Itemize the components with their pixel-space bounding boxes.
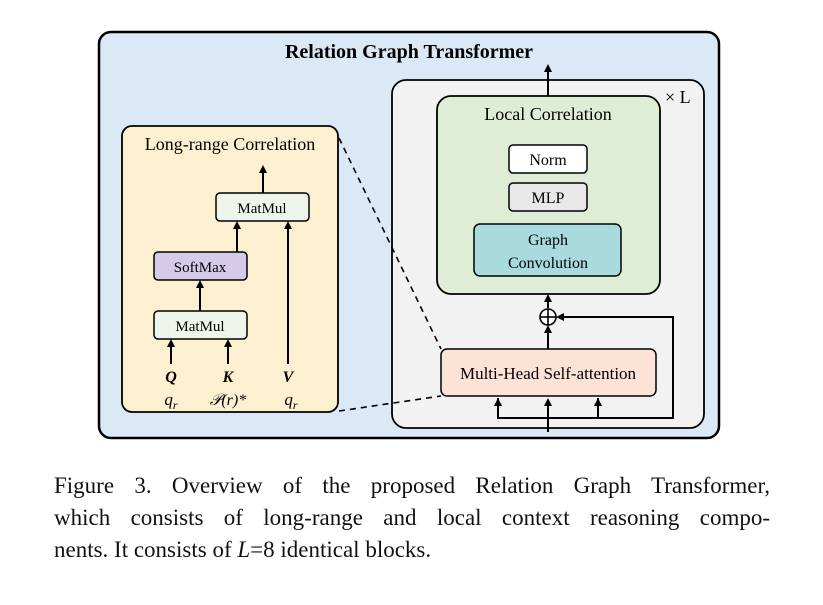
k-sub-label: 𝒫(r)* [210,392,246,409]
norm-box [508,144,588,174]
repeat-label: × L [665,87,691,107]
caption-line-3-post: =8 identical blocks. [250,537,432,562]
graph-convolution-box [473,223,622,277]
norm-label: Norm [529,152,567,169]
attention-box [440,348,657,397]
matmul-top-label: MatMul [237,201,286,217]
long-range-correlation-title: Long-range Correlation [145,134,315,154]
graph-convolution-label-1: Graph [528,232,568,249]
caption-line-2: which consists of long-range and local c… [54,505,770,530]
caption-variable-l: L [237,537,251,562]
caption-line-3-pre: nents. It consists of [54,537,238,562]
mlp-label: MLP [532,190,565,207]
k-label: K [222,369,235,386]
attention-label: Multi-Head Self-attention [460,364,637,383]
caption-line-1: Figure 3. Overview of the proposed Relat… [54,473,770,498]
softmax-label: SoftMax [174,260,227,276]
matmul-top-box [215,192,310,222]
v-label: V [283,369,295,386]
figure-caption: Figure 3. Overview of the proposed Relat… [54,470,770,566]
diagram-title: Relation Graph Transformer [285,41,533,63]
v-sub-label: qr [284,390,298,412]
q-label: Q [165,369,177,386]
matmul-bottom-box [153,310,248,340]
mlp-box [508,182,588,212]
caption-line-3: nents. It consists of L=8 identical bloc… [54,534,770,566]
local-correlation-title: Local Correlation [484,104,611,124]
graph-convolution-label-2: Convolution [508,255,588,272]
q-sub-label: qr [164,390,178,412]
residual-skip-line [548,313,674,419]
matmul-bottom-label: MatMul [175,319,224,335]
